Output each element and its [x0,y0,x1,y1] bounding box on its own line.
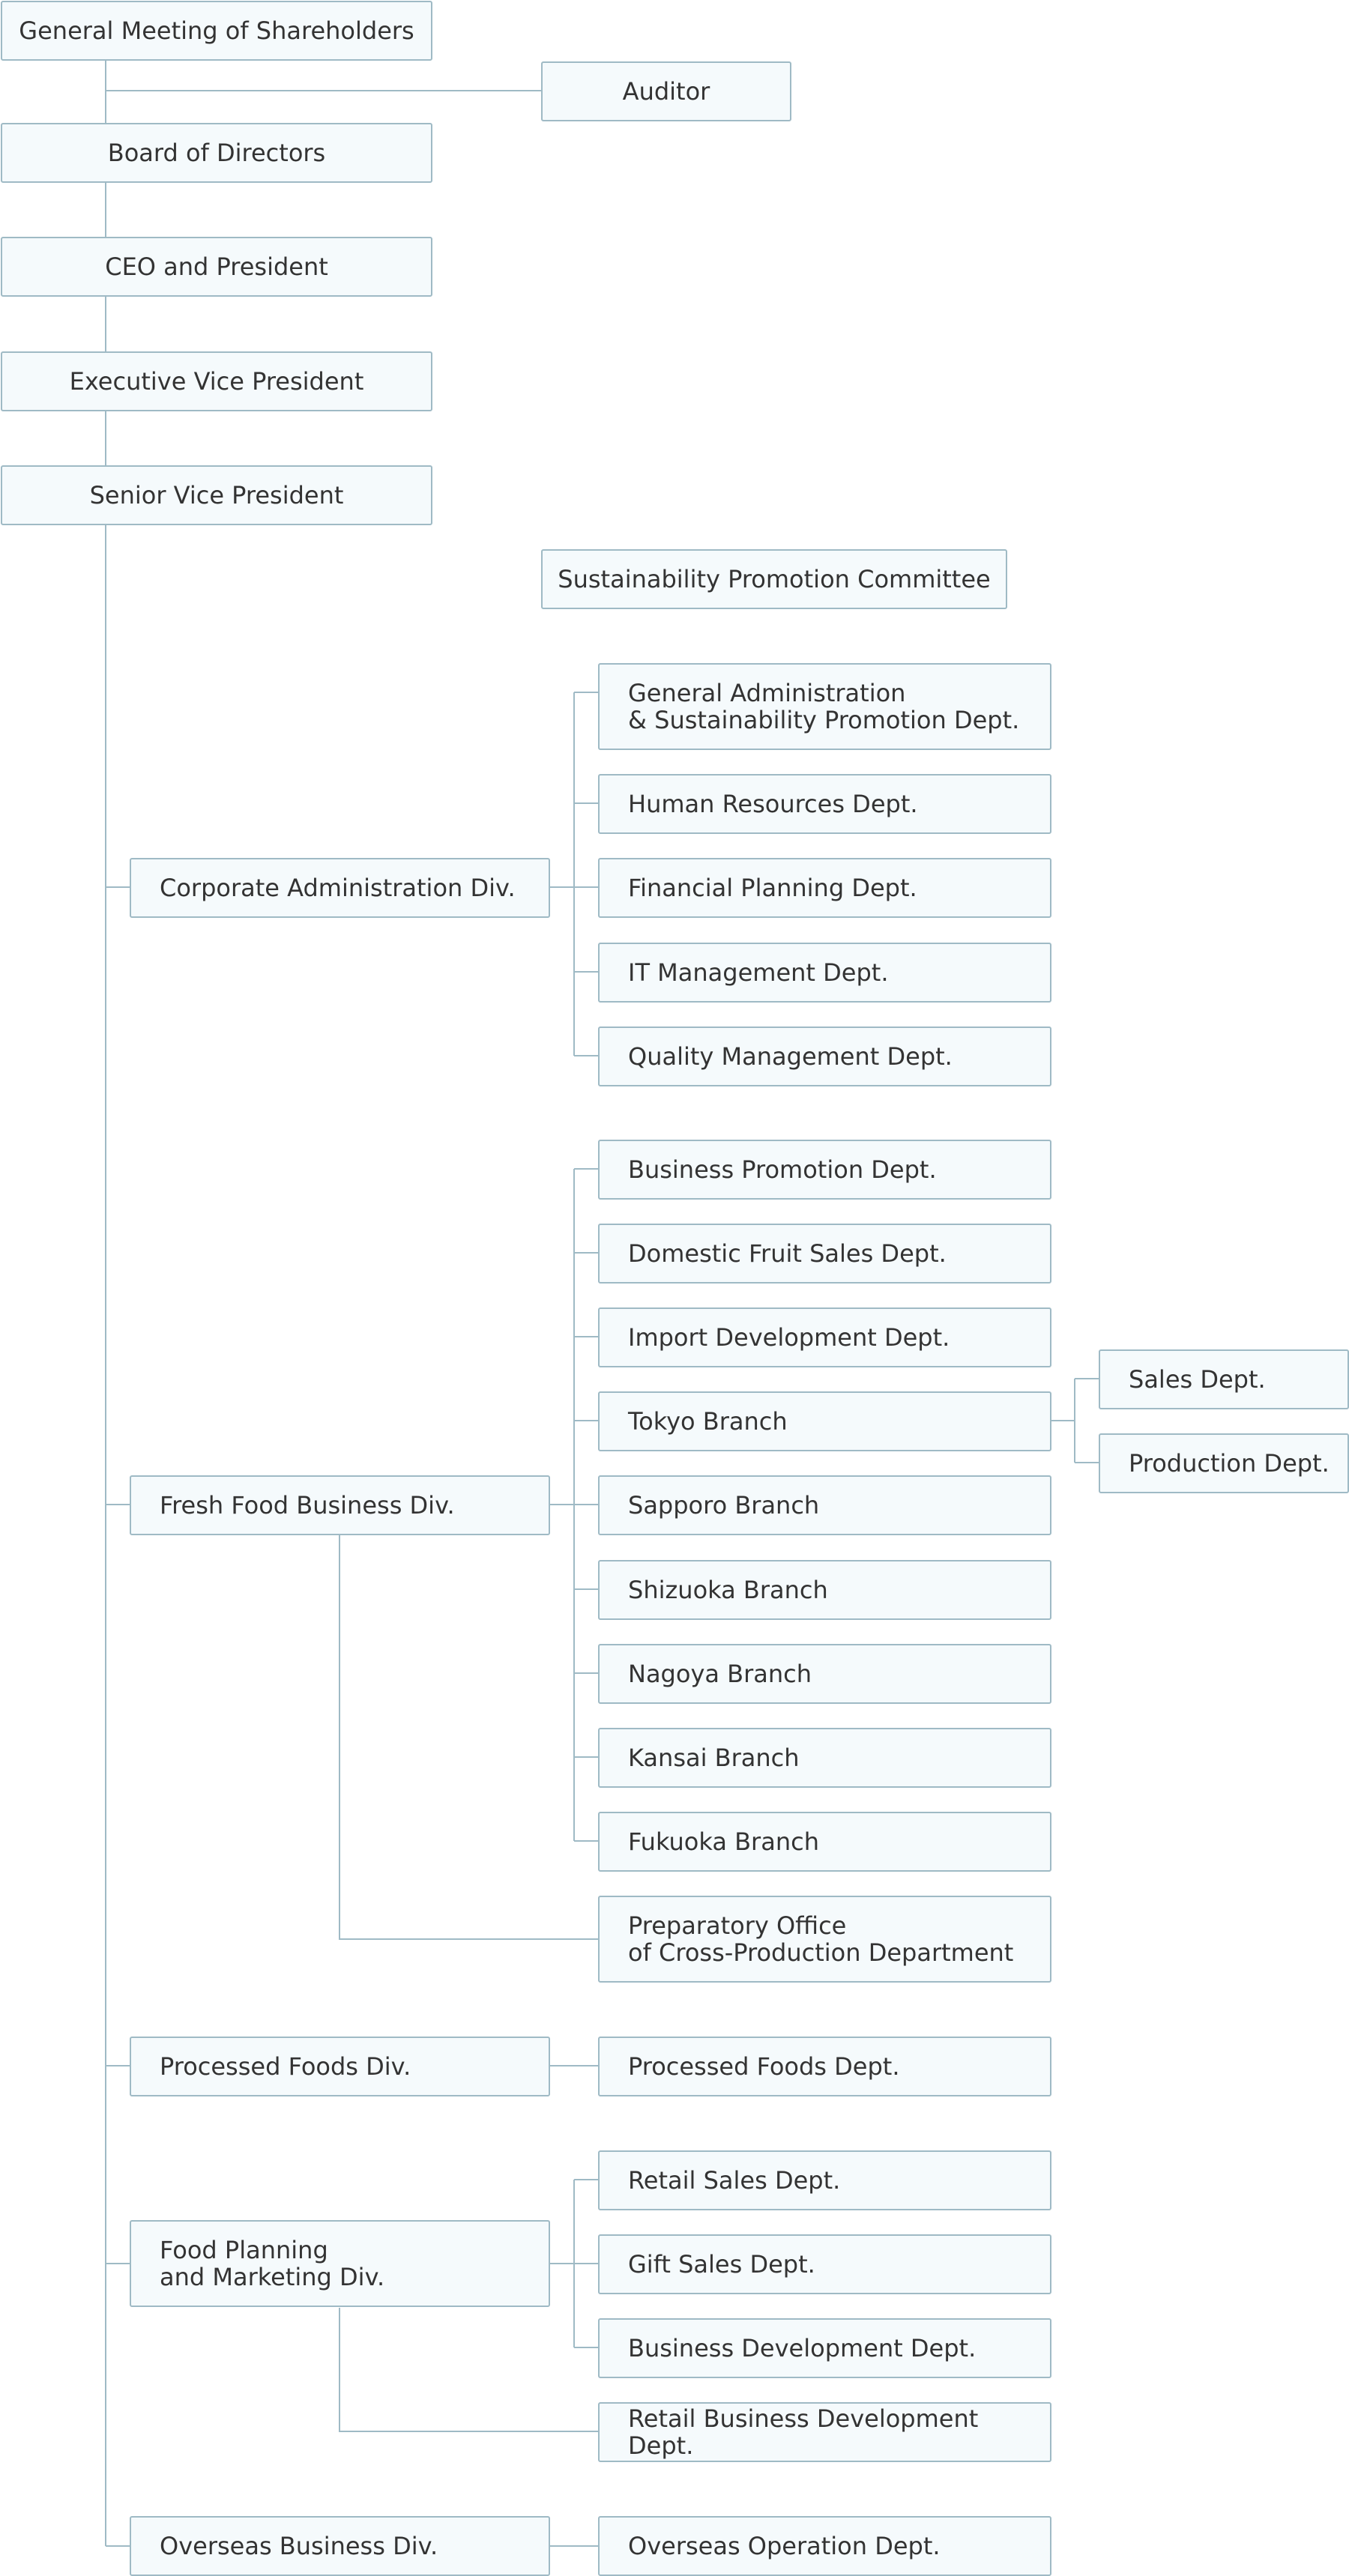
node-business-promotion-dept: Business Promotion Dept. [598,1140,1051,1200]
node-domestic-fruit-dept: Domestic Fruit Sales Dept. [598,1224,1051,1284]
node-sapporo-branch: Sapporo Branch [598,1475,1051,1535]
node-label: IT Management Dept. [628,958,889,987]
node-label: Processed Foods Div. [160,2052,411,2081]
node-business-development-dept: Business Development Dept. [598,2318,1051,2378]
node-label: Fukuoka Branch [628,1827,819,1856]
node-hr-dept: Human Resources Dept. [598,774,1051,834]
node-gift-sales-dept: Gift Sales Dept. [598,2234,1051,2294]
node-preparatory-office: Preparatory Office of Cross-Production D… [598,1896,1051,1983]
node-label: General Meeting of Shareholders [19,16,414,45]
node-label: Sustainability Promotion Committee [558,565,991,593]
node-fukuoka-branch: Fukuoka Branch [598,1812,1051,1872]
node-label: Quality Management Dept. [628,1042,953,1071]
node-label: Preparatory Office of Cross-Production D… [628,1911,1014,1967]
node-label: Domestic Fruit Sales Dept. [628,1239,947,1268]
node-label: Gift Sales Dept. [628,2250,815,2279]
node-overseas-operation-dept: Overseas Operation Dept. [598,2516,1051,2576]
node-auditor: Auditor [541,61,791,121]
node-label: Business Development Dept. [628,2334,977,2362]
node-label: Import Development Dept. [628,1323,950,1352]
node-label: Overseas Business Div. [160,2532,438,2560]
node-label: Kansai Branch [628,1744,800,1772]
node-tokyo-branch: Tokyo Branch [598,1391,1051,1451]
node-fresh-div: Fresh Food Business Div. [130,1475,550,1535]
connector-food-planning-depts [550,2179,598,2348]
node-label: Fresh Food Business Div. [160,1491,455,1520]
node-label: Sapporo Branch [628,1491,820,1520]
node-nagoya-branch: Nagoya Branch [598,1644,1051,1704]
node-label: General Administration & Sustainability … [628,679,1020,734]
connector-fresh-depts [550,1168,598,1842]
node-label: Shizuoka Branch [628,1576,828,1604]
node-it-management-dept: IT Management Dept. [598,943,1051,1003]
node-kansai-branch: Kansai Branch [598,1728,1051,1788]
node-processed-div: Processed Foods Div. [130,2037,550,2096]
node-quality-management-dept: Quality Management Dept. [598,1027,1051,1086]
node-shizuoka-branch: Shizuoka Branch [598,1560,1051,1620]
node-label: Business Promotion Dept. [628,1155,937,1184]
node-label: Human Resources Dept. [628,790,918,818]
node-svp: Senior Vice President [1,465,432,525]
node-tokyo-production-dept: Production Dept. [1099,1433,1349,1493]
node-label: Corporate Administration Div. [160,874,516,902]
connector-corporate-depts [550,692,598,1056]
node-label: Senior Vice President [89,481,344,510]
node-processed-dept: Processed Foods Dept. [598,2037,1051,2096]
node-financial-planning-dept: Financial Planning Dept. [598,858,1051,918]
node-label: Retail Sales Dept. [628,2166,841,2195]
connector-retail-business [339,2308,598,2432]
node-label: Auditor [622,77,710,106]
node-import-development-dept: Import Development Dept. [598,1307,1051,1367]
node-label: Food Planning and Marketing Div. [160,2236,385,2291]
node-sustainability-committee: Sustainability Promotion Committee [541,549,1007,609]
node-overseas-div: Overseas Business Div. [130,2516,550,2576]
node-food-planning-div: Food Planning and Marketing Div. [130,2220,550,2307]
node-retail-sales-dept: Retail Sales Dept. [598,2150,1051,2210]
node-label: Financial Planning Dept. [628,874,917,902]
node-label: Sales Dept. [1129,1365,1266,1394]
node-label: Board of Directors [107,139,326,167]
node-ceo: CEO and President [1,237,432,297]
node-board: Board of Directors [1,123,432,183]
node-label: Processed Foods Dept. [628,2052,900,2081]
node-retail-business-development-dept: Retail Business Development Dept. [598,2402,1051,2462]
connector-preparatory [339,1535,598,1940]
node-label: Tokyo Branch [628,1407,788,1436]
node-shareholders: General Meeting of Shareholders [1,1,432,61]
node-tokyo-sales-dept: Sales Dept. [1099,1349,1349,1409]
node-label: CEO and President [105,253,328,281]
node-general-admin-dept: General Administration & Sustainability … [598,663,1051,750]
connector-tokyo-sub [1051,1378,1099,1463]
node-corporate-div: Corporate Administration Div. [130,858,550,918]
node-label: Retail Business Development Dept. [628,2404,979,2460]
node-evp: Executive Vice President [1,351,432,411]
node-label: Executive Vice President [69,367,364,396]
node-label: Nagoya Branch [628,1660,812,1688]
node-label: Overseas Operation Dept. [628,2532,941,2560]
node-label: Production Dept. [1129,1449,1330,1478]
